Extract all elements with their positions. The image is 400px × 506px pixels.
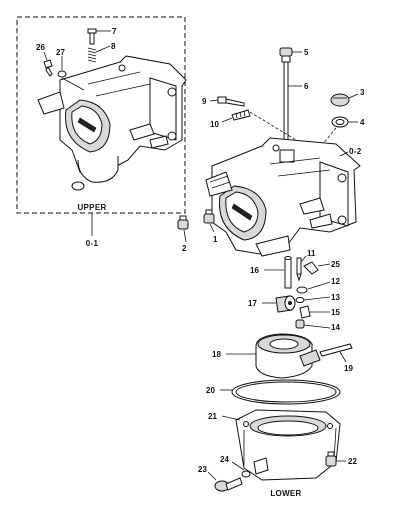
callout-9: 9 — [202, 97, 207, 106]
part-25-clip — [303, 261, 319, 275]
part-12-washer — [296, 286, 308, 294]
callout-20: 20 — [206, 386, 215, 395]
upper-ref-label: 0-1 — [86, 239, 99, 248]
part-23-screw — [214, 477, 243, 492]
part-15-seat — [299, 305, 311, 319]
callout-7: 7 — [112, 27, 117, 36]
main-assembly: 5 6 3 4 9 10 — [177, 47, 365, 498]
part-7-screw — [87, 28, 97, 45]
callout-4: 4 — [360, 118, 365, 127]
callout-17: 17 — [248, 299, 257, 308]
callout-8: 8 — [111, 42, 116, 51]
main-carburetor-body — [205, 137, 361, 257]
part-5-plug — [279, 47, 293, 63]
callout-26: 26 — [36, 43, 45, 52]
assembly-ref-label: 0-2 — [349, 147, 362, 156]
part-18-float — [255, 333, 321, 379]
part-8-spring — [87, 47, 97, 63]
callout-22: 22 — [348, 457, 357, 466]
callout-23: 23 — [198, 465, 207, 474]
part-14-screw — [295, 319, 305, 329]
callout-3: 3 — [360, 88, 365, 97]
part-26-screw — [43, 59, 53, 77]
part-9-screw — [217, 96, 245, 107]
upper-caption: UPPER — [77, 203, 106, 212]
part-2-fitting — [177, 215, 189, 230]
callout-11: 11 — [307, 249, 316, 258]
part-20-gasket — [231, 379, 341, 405]
part-10-screw — [231, 109, 251, 121]
callout-25: 25 — [331, 260, 340, 269]
callout-13: 13 — [331, 293, 340, 302]
callout-24: 24 — [220, 455, 229, 464]
part-11-needle — [296, 257, 302, 282]
callout-12: 12 — [331, 277, 340, 286]
upper-inset-border — [16, 16, 186, 214]
callout-19: 19 — [344, 364, 353, 373]
part-1-fitting — [203, 209, 215, 224]
callout-1: 1 — [213, 235, 218, 244]
part-19-pin — [319, 343, 353, 357]
part-13-ring — [295, 297, 305, 303]
lower-caption: LOWER — [270, 489, 301, 498]
callout-16: 16 — [250, 266, 259, 275]
part-22-plug — [325, 451, 337, 467]
part-17-float-valve — [275, 295, 296, 313]
callout-15: 15 — [331, 308, 340, 317]
upper-inset: 7 8 26 27 UPPER 0-1 — [16, 16, 187, 248]
callout-10: 10 — [210, 120, 219, 129]
callout-14: 14 — [331, 323, 340, 332]
callout-5: 5 — [304, 48, 309, 57]
callout-27: 27 — [56, 48, 65, 57]
part-16-float-pin — [284, 256, 292, 289]
part-27-washer — [57, 70, 67, 78]
callout-6: 6 — [304, 82, 309, 91]
part-24-washer — [241, 470, 251, 478]
callout-18: 18 — [212, 350, 221, 359]
part-21-float-bowl — [235, 409, 341, 481]
part-3-plug — [330, 93, 350, 107]
callout-21: 21 — [208, 412, 217, 421]
callout-2: 2 — [182, 244, 187, 253]
upper-carburetor-body — [37, 55, 187, 191]
